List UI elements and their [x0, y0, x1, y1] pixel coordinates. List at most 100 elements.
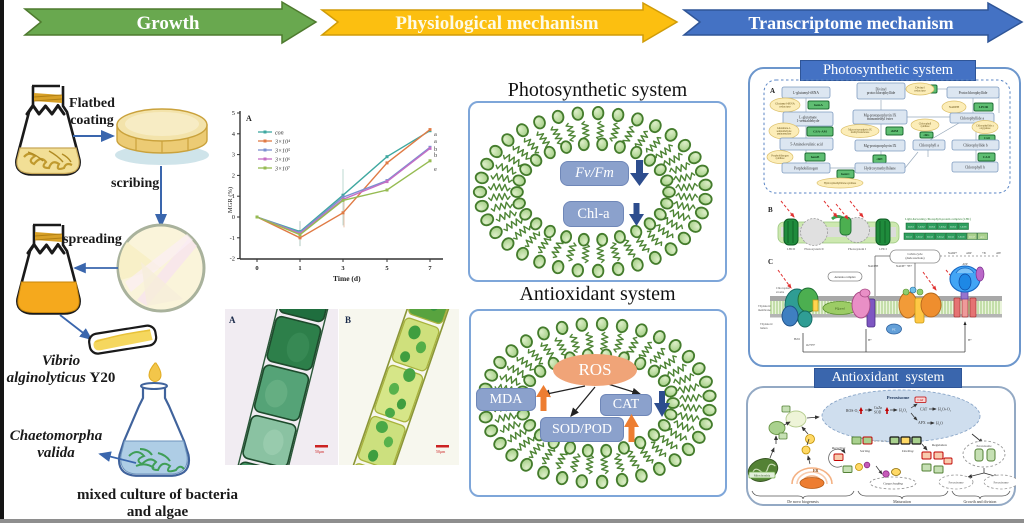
svg-text:ROS·O₂: ROS·O₂: [846, 409, 859, 413]
svg-text:H+: H+: [868, 338, 872, 342]
svg-text:Chlorophyllide a: Chlorophyllide a: [976, 125, 994, 128]
svg-text:Mitochondria: Mitochondria: [754, 474, 771, 478]
svg-text:hemC: hemC: [841, 172, 850, 176]
svg-text:PQ pool: PQ pool: [835, 307, 845, 311]
svg-text:Chlorophyll: Chlorophyll: [919, 123, 932, 126]
svg-text:Photosystem II: Photosystem II: [804, 247, 823, 251]
svg-text:Glutamyl-tRNA: Glutamyl-tRNA: [775, 102, 795, 106]
svg-text:Thylakoid: Thylakoid: [760, 322, 773, 326]
svg-text:synthase: synthase: [776, 157, 786, 160]
svg-text:Chlorophyll b: Chlorophyll b: [965, 165, 985, 169]
svg-text:C: C: [768, 258, 773, 266]
svg-text:3×10⁷: 3×10⁷: [274, 167, 290, 173]
svg-text:Chlorophyllide b: Chlorophyllide b: [963, 143, 988, 147]
svg-text:5-Aminolevulinic acid: 5-Aminolevulinic acid: [790, 142, 823, 146]
svg-text:monomethyl ester: monomethyl ester: [867, 117, 894, 121]
svg-text:Porphobilinogen: Porphobilinogen: [771, 155, 789, 158]
svg-text:Maturation: Maturation: [893, 499, 911, 504]
svg-text:Peroxisome: Peroxisome: [993, 481, 1009, 485]
svg-text:PC: PC: [892, 329, 896, 332]
svg-text:Chloroplast: Chloroplast: [776, 286, 790, 290]
svg-text:A: A: [770, 87, 775, 95]
svg-text:LHCI: LHCI: [879, 247, 886, 251]
svg-text:Chlorophyll a: Chlorophyll a: [919, 143, 939, 147]
svg-text:Growth and division: Growth and division: [964, 499, 997, 504]
svg-text:Mg-protoporphyrin IX: Mg-protoporphyrin IX: [864, 114, 897, 118]
svg-text:Lhcb6: Lhcb6: [960, 226, 967, 229]
svg-text:Lhca2: Lhca2: [917, 236, 924, 239]
svg-text:chlG: chlG: [924, 134, 931, 137]
svg-text:H₂O: H₂O: [936, 422, 943, 426]
svg-text:5: 5: [232, 110, 235, 117]
svg-text:Lhcb3: Lhcb3: [929, 226, 936, 229]
svg-text:Time (d): Time (d): [333, 274, 361, 283]
svg-text:CAO: CAO: [983, 155, 991, 159]
svg-text:Cargo loading: Cargo loading: [883, 482, 903, 486]
svg-text:Lhca3: Lhca3: [927, 236, 934, 239]
svg-text:Protochlorophyllide: Protochlorophyllide: [959, 91, 988, 95]
svg-text:Physiological mechanism: Physiological mechanism: [395, 13, 598, 34]
svg-text:A: A: [229, 315, 236, 325]
svg-text:e: e: [434, 166, 437, 173]
svg-text:gene: gene: [980, 236, 985, 239]
svg-text:-2: -2: [230, 256, 235, 263]
svg-text:methyltransferase: methyltransferase: [851, 131, 870, 134]
svg-text:CuZn: CuZn: [874, 406, 882, 410]
svg-text:Peroxisome: Peroxisome: [976, 444, 992, 448]
svg-text:GSA-AM: GSA-AM: [813, 130, 828, 134]
svg-text:3×10⁶: 3×10⁶: [274, 158, 290, 164]
svg-text:Peroxisome: Peroxisome: [887, 395, 910, 400]
svg-text:LHCII: LHCII: [787, 247, 796, 251]
svg-text:CAT: CAT: [917, 398, 923, 402]
svg-text:Photosystem I: Photosystem I: [848, 247, 866, 251]
svg-text:Mg-protoporphyrin IX: Mg-protoporphyrin IX: [864, 144, 897, 148]
svg-text:semialdehyde: semialdehyde: [777, 130, 793, 133]
svg-text:Lhcb5: Lhcb5: [950, 226, 957, 229]
svg-text:NADPH: NADPH: [949, 105, 960, 109]
svg-text:(dark reactions): (dark reactions): [906, 256, 925, 260]
svg-text:ATP: ATP: [962, 262, 968, 266]
svg-text:Antenna complex: Antenna complex: [834, 275, 856, 279]
svg-text:Lhca6: Lhca6: [959, 236, 966, 239]
svg-text:SOD: SOD: [874, 411, 882, 415]
svg-text:Hydroxymethylbilane synthase: Hydroxymethylbilane synthase: [824, 182, 857, 185]
svg-text:50μm: 50μm: [315, 449, 325, 454]
svg-text:MGR (%): MGR (%): [228, 187, 234, 213]
svg-text:Mg-protoporphyrin IX: Mg-protoporphyrin IX: [848, 129, 872, 132]
svg-text:H₂O₂: H₂O₂: [899, 409, 908, 413]
svg-text:reductase: reductase: [914, 89, 926, 93]
svg-text:Divinyl: Divinyl: [876, 88, 887, 92]
svg-text:lumen: lumen: [760, 326, 768, 330]
svg-text:hemA: hemA: [814, 103, 823, 107]
svg-text:Transcriptome mechanism: Transcriptome mechanism: [748, 13, 953, 33]
svg-text:Lhcb2: Lhcb2: [918, 226, 925, 229]
svg-text:Lhcb4: Lhcb4: [939, 226, 946, 229]
svg-text:1: 1: [298, 265, 301, 272]
svg-text:b: b: [434, 152, 437, 159]
svg-text:7: 7: [428, 265, 432, 272]
svg-text:4: 4: [232, 131, 236, 138]
svg-text:2: 2: [232, 172, 235, 179]
svg-text:Docking: Docking: [901, 449, 914, 453]
svg-text:Hydroxymethylbilane: Hydroxymethylbilane: [864, 166, 896, 170]
svg-text:Porphobilinogen: Porphobilinogen: [794, 166, 818, 170]
svg-text:Sorting: Sorting: [860, 449, 870, 453]
svg-text:Lhcb1: Lhcb1: [908, 226, 915, 229]
svg-text:1-semialdehyde: 1-semialdehyde: [797, 119, 820, 123]
svg-text:1: 1: [232, 193, 235, 200]
svg-text:A: A: [246, 114, 252, 123]
svg-text:3×10⁵: 3×10⁵: [274, 149, 290, 155]
svg-text:chlH: chlH: [877, 158, 884, 161]
svg-text:Lhca5: Lhca5: [948, 236, 955, 239]
svg-text:NADP+ +H+: NADP+ +H+: [896, 264, 912, 268]
svg-text:Lhca4: Lhca4: [938, 236, 945, 239]
svg-text:B: B: [768, 206, 773, 214]
svg-text:H₂O+O₂: H₂O+O₂: [938, 408, 952, 412]
svg-text:Growth: Growth: [137, 13, 200, 34]
svg-text:Recycling: Recycling: [831, 446, 846, 450]
svg-text:oxygenase: oxygenase: [980, 127, 992, 130]
svg-text:APX: APX: [918, 421, 926, 425]
svg-text:H2O: H2O: [794, 337, 801, 341]
svg-text:0: 0: [255, 265, 258, 272]
svg-text:De novo biogenesis: De novo biogenesis: [787, 499, 819, 504]
